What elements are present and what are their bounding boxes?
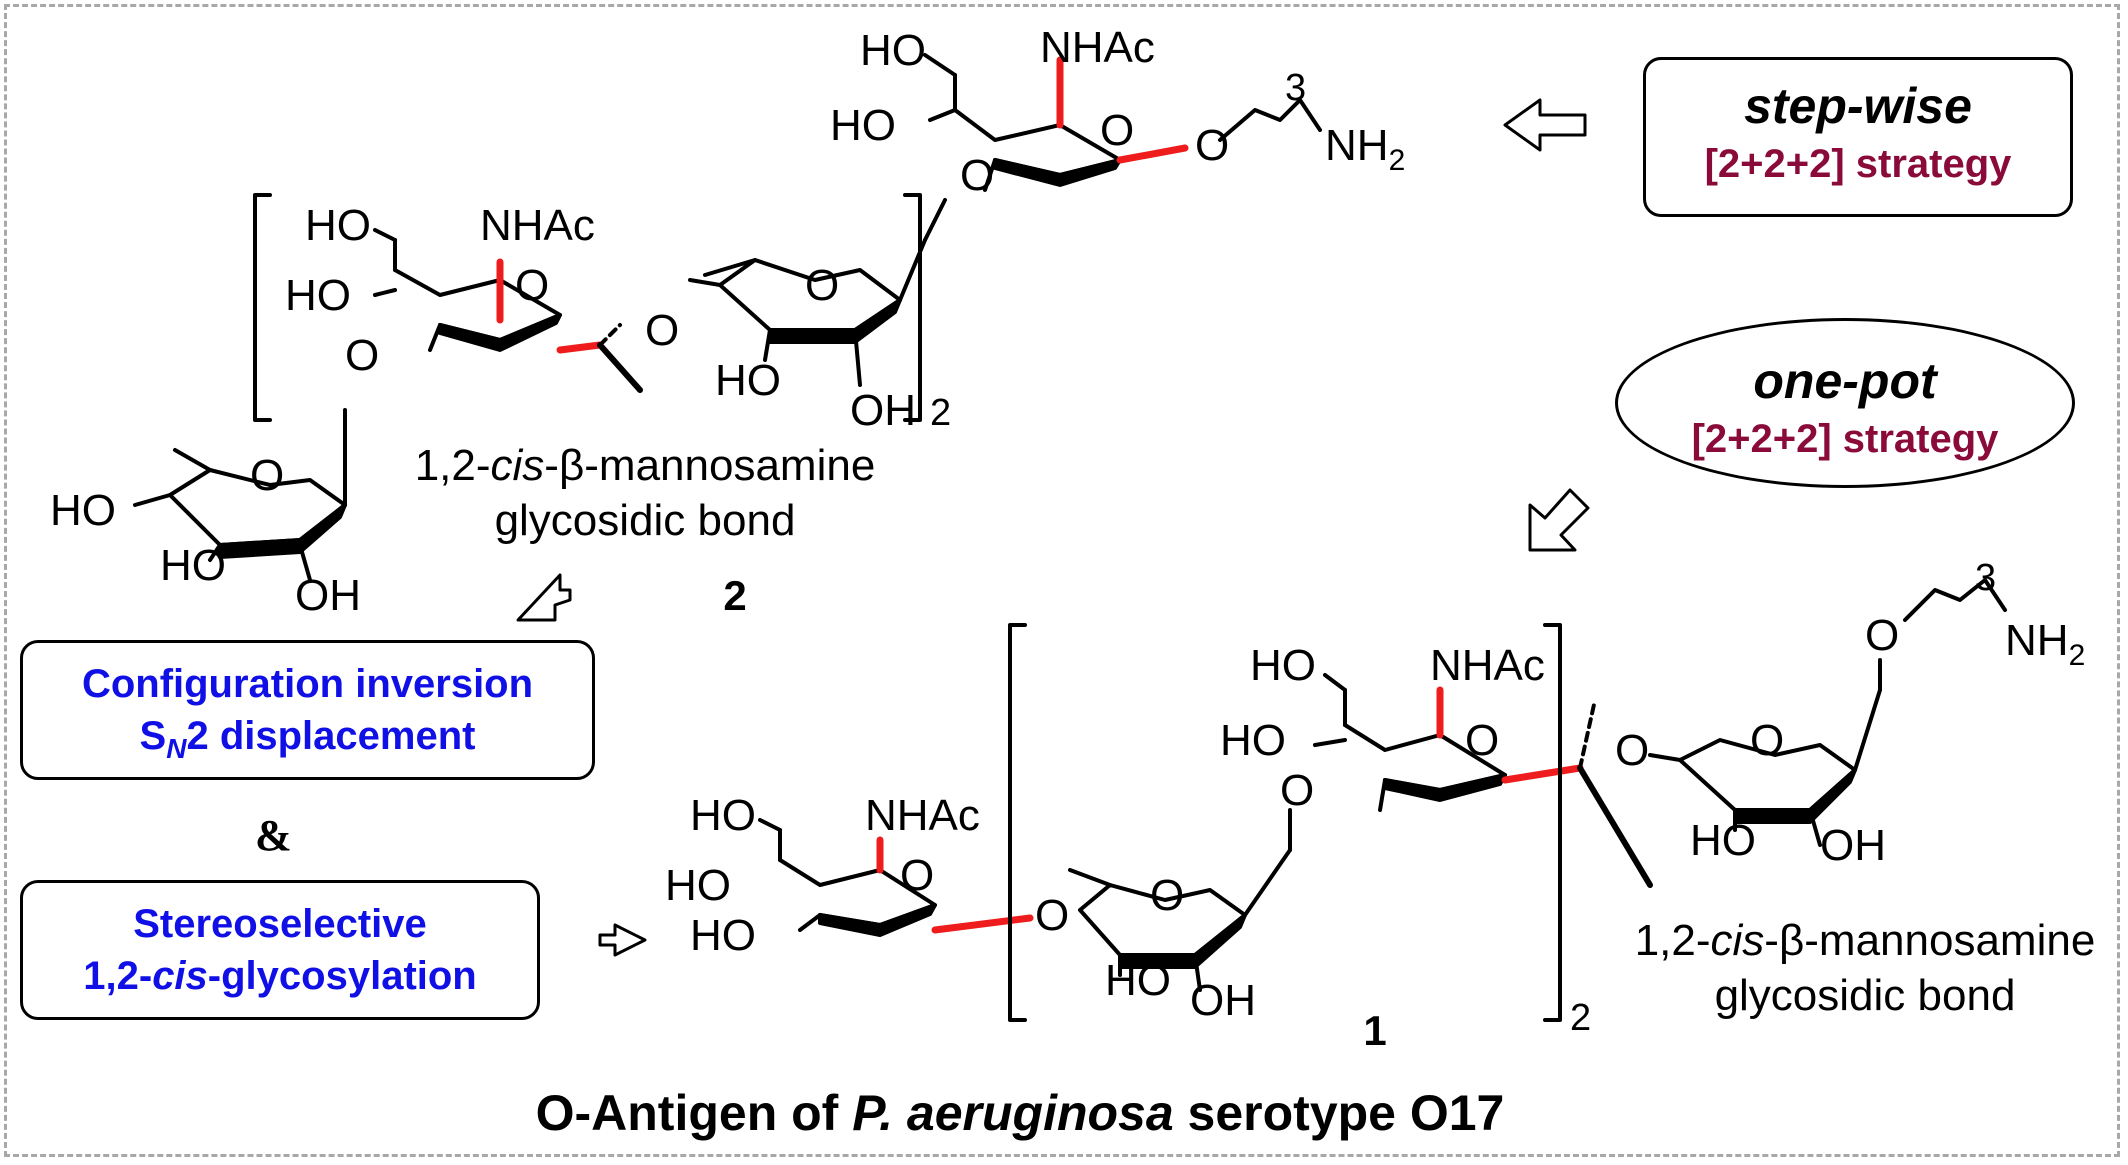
c2-rha-ring-o: O [805,261,839,310]
c1-left-ho-b: HO [690,911,756,960]
compound-2-ring-top [923,53,1322,192]
c2-top-ho: HO [830,101,896,150]
compound-1-ring-right [1648,578,2007,847]
c1-right-oh: OH [1820,821,1886,870]
c1-bond-label-line1: 1,2-cis-β-mannosamine [1635,916,2096,965]
c1-mid-nhac: NHAc [1430,641,1545,690]
stereoselective-box: Stereoselective 1,2-cis-glycosylation [20,880,540,1020]
c2-man-ho: HO [285,271,351,320]
c2-linker-n: 3 [1285,67,1306,109]
compound-2 [133,53,1322,582]
c1-left-ho-ch2: HO [690,791,756,840]
onepot-strategy-oval: one-pot [2+2+2] strategy [1615,318,2075,488]
c2-top-ho-ch2: HO [860,26,926,75]
atom-labels: HO NHAc O HO O 3 NH2 O HO NHAc O HO O O … [50,23,2085,1039]
c2-rha2-ho-b: HO [160,541,226,590]
c1-rha-ring-o: O [1150,871,1184,920]
c1-mid-ho-ch2: HO [1250,641,1316,690]
onepot-title: one-pot [1753,353,1937,409]
arrow-stepwise [1503,98,1587,152]
compound-1 [758,578,2007,1022]
c2-rha2-ho-a: HO [50,486,116,535]
c1-left-ho-a: HO [665,861,731,910]
c1-repeat-subscript: 2 [1570,997,1591,1039]
compound-2-ring-rha-bottom [133,408,347,582]
c1-mid-ring-o: O [1465,716,1499,765]
c1-left-glyco-o: O [1035,891,1069,940]
c2-man-ring-o: O [515,261,549,310]
c1-mid-ho: HO [1220,716,1286,765]
stepwise-subtitle: [2+2+2] strategy [1704,142,2012,186]
configuration-line2: SN2 displacement [139,714,476,764]
c2-bond-label-line1: 1,2-cis-β-mannosamine [415,441,876,490]
arrow-onepot [1528,488,1590,552]
ampersand: & [255,811,292,860]
arrow-config [516,573,572,622]
onepot-subtitle: [2+2+2] strategy [1691,417,1999,461]
c2-man-nhac: NHAc [480,201,595,250]
c2-rha2-ring-o: O [250,451,284,500]
c2-man-ho-ch2: HO [305,201,371,250]
c1-left-ring-o: O [900,851,934,900]
c2-top-o-link: O [960,151,994,200]
c2-bond-label-line2: glycosidic bond [495,496,796,545]
c1-rha-ho: HO [1105,956,1171,1005]
c1-mid-o-link: O [1280,766,1314,815]
c1-left-nhac: NHAc [865,791,980,840]
stereoselective-line1: Stereoselective [133,902,427,946]
compound-2-ring-mannosamine [373,228,643,393]
c2-rha2-oh: OH [295,571,361,620]
bond-labels: 1,2-cis-β-mannosamine glycosidic bond 2 … [415,441,2096,1054]
configuration-line1: Configuration inversion [81,662,534,706]
c1-linker-n: 3 [1975,557,1996,599]
compound-2-number: 2 [723,572,746,619]
arrow-stereo [598,923,647,957]
compound-1-number: 1 [1363,1007,1386,1054]
c1-right-ho: HO [1690,816,1756,865]
compound-2-ring-rha-mid [688,198,947,387]
c2-top-linker-o: O [1195,121,1229,170]
c1-right-o-link: O [1615,726,1649,775]
c2-man-glyco-o: O [645,306,679,355]
c2-rha-oh: OH [850,386,916,435]
c2-top-nhac: NHAc [1040,23,1155,72]
c1-bond-label-line2: glycosidic bond [1715,971,2016,1020]
c2-repeat-subscript: 2 [930,392,951,434]
arrows [516,98,1590,957]
c1-nh2: NH2 [2005,616,2085,672]
compound-1-ring-mid [1313,673,1653,888]
figure-frame [4,4,2120,1157]
c2-top-ring-o: O [1100,106,1134,155]
c1-right-ring-o: O [1750,716,1784,765]
figure-caption: O-Antigen of P. aeruginosa serotype O17 [536,1085,1505,1141]
stereoselective-line2: 1,2-cis-glycosylation [83,954,477,998]
compound-1-ring-left [758,818,1034,937]
configuration-inversion-box: Configuration inversion SN2 displacement [20,640,595,780]
stepwise-strategy-box: step-wise [2+2+2] strategy [1643,57,2073,217]
c2-nh2: NH2 [1325,121,1405,177]
c2-rha-ho: HO [715,356,781,405]
c1-rha-oh: OH [1190,976,1256,1025]
stepwise-title: step-wise [1744,78,1972,134]
compound-1-ring-rha [1068,808,1292,992]
c2-man-o-link: O [345,331,379,380]
c1-right-linker-o: O [1865,611,1899,660]
